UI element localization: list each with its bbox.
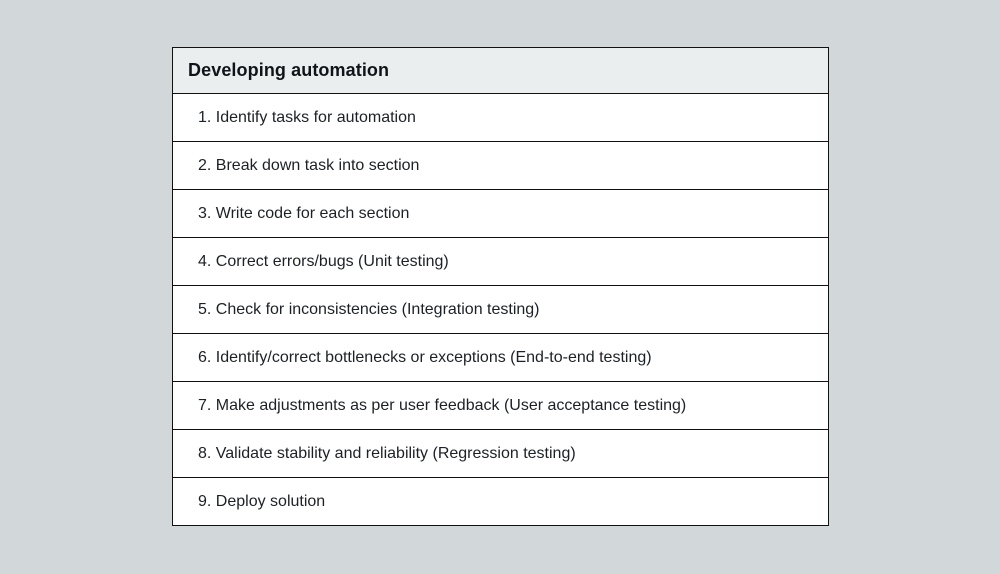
table-row-step-3: 3. Write code for each section (173, 190, 828, 238)
table-row-step-8: 8. Validate stability and reliability (R… (173, 430, 828, 478)
developing-automation-table: Developing automation 1. Identify tasks … (172, 47, 829, 526)
table-title: Developing automation (173, 48, 828, 94)
table-row-step-9: 9. Deploy solution (173, 478, 828, 525)
table-row-step-7: 7. Make adjustments as per user feedback… (173, 382, 828, 430)
table-row-step-5: 5. Check for inconsistencies (Integratio… (173, 286, 828, 334)
table-row-step-6: 6. Identify/correct bottlenecks or excep… (173, 334, 828, 382)
table-row-step-2: 2. Break down task into section (173, 142, 828, 190)
table-row-step-4: 4. Correct errors/bugs (Unit testing) (173, 238, 828, 286)
table-row-step-1: 1. Identify tasks for automation (173, 94, 828, 142)
